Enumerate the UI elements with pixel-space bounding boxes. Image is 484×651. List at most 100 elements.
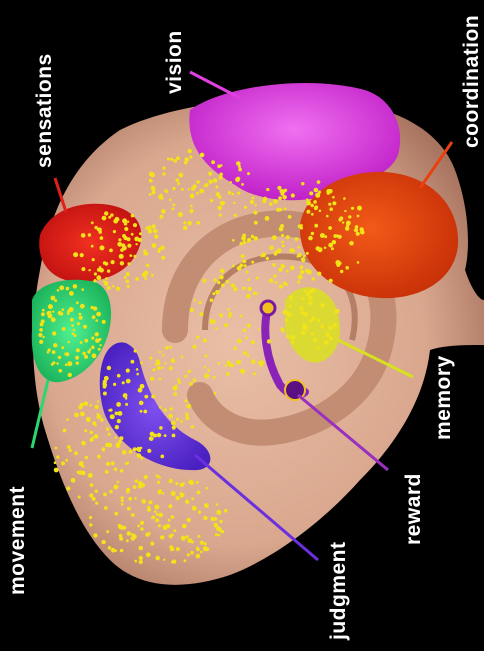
activation-dot (111, 461, 115, 465)
activation-dot (324, 340, 329, 345)
activation-dot (196, 192, 199, 195)
activation-dot (144, 395, 148, 399)
activation-dot (131, 536, 135, 540)
activation-dot (222, 201, 225, 204)
activation-dot (114, 468, 118, 472)
activation-dot (54, 461, 57, 464)
activation-dot (217, 281, 221, 285)
activation-dot (136, 368, 139, 371)
activation-dot (73, 284, 78, 289)
activation-dot (286, 270, 289, 273)
activation-dot (111, 260, 115, 264)
activation-dot (66, 418, 69, 421)
activation-dot (68, 373, 72, 377)
activation-dot (219, 313, 223, 317)
activation-dot (189, 209, 193, 213)
activation-dot (297, 255, 300, 258)
activation-dot (176, 418, 179, 421)
activation-dot (204, 503, 209, 508)
activation-dot (301, 331, 306, 336)
activation-dot (170, 407, 173, 410)
activation-dot (214, 517, 218, 521)
activation-dot (233, 202, 235, 204)
activation-dot (108, 433, 111, 436)
activation-dot (122, 381, 125, 384)
activation-dot (251, 261, 254, 264)
activation-dot (133, 255, 136, 258)
activation-dot (313, 338, 317, 342)
activation-dot (81, 441, 86, 446)
activation-dot (153, 434, 157, 438)
activation-dot (141, 499, 146, 504)
activation-dot (175, 482, 178, 485)
activation-dot (203, 516, 207, 520)
activation-dot (120, 261, 124, 265)
activation-dot (162, 492, 165, 495)
activation-dot (225, 280, 229, 284)
activation-dot (80, 412, 85, 417)
activation-dot (328, 189, 332, 193)
activation-dot (84, 429, 87, 432)
activation-dot (154, 510, 157, 513)
activation-dot (143, 410, 147, 414)
activation-dot (290, 265, 295, 270)
activation-dot (286, 335, 289, 338)
activation-dot (148, 229, 153, 234)
activation-dot (181, 188, 184, 191)
activation-dot (106, 427, 109, 430)
activation-dot (197, 491, 201, 495)
activation-dot (157, 481, 160, 484)
activation-dot (259, 363, 262, 366)
activation-dot (159, 194, 163, 198)
activation-dot (172, 386, 177, 391)
activation-dot (162, 354, 164, 356)
activation-dot (58, 356, 61, 359)
activation-dot (272, 236, 276, 240)
activation-dot (196, 548, 200, 552)
activation-dot (311, 316, 315, 320)
activation-dot (97, 455, 101, 459)
activation-dot (272, 263, 276, 267)
activation-dot (232, 265, 235, 268)
activation-dot (139, 560, 143, 564)
activation-dot (96, 275, 101, 280)
activation-dot (279, 227, 284, 232)
activation-dot (342, 221, 344, 223)
activation-dot (121, 527, 123, 529)
activation-dot (247, 238, 252, 243)
activation-dot (122, 450, 127, 455)
activation-dot (41, 312, 45, 316)
activation-dot (172, 204, 175, 207)
activation-dot (317, 319, 320, 322)
activation-dot (339, 216, 343, 220)
activation-dot (247, 324, 251, 328)
activation-dot (57, 289, 60, 292)
activation-dot (102, 320, 106, 324)
activation-dot (69, 449, 72, 452)
activation-dot (94, 226, 97, 229)
activation-dot (334, 310, 338, 314)
activation-dot (115, 436, 117, 438)
activation-dot (230, 181, 232, 183)
activation-dot (139, 546, 144, 551)
activation-dot (56, 362, 59, 365)
activation-dot (314, 206, 318, 210)
activation-dot (69, 307, 74, 312)
activation-dot (121, 496, 124, 499)
activation-dot (143, 250, 147, 254)
activation-dot (93, 279, 96, 282)
activation-dot (202, 279, 206, 283)
activation-dot (313, 200, 317, 204)
activation-dot (93, 533, 97, 537)
activation-dot (133, 447, 137, 451)
activation-dot (159, 351, 162, 354)
activation-dot (108, 443, 113, 448)
activation-dot (213, 178, 218, 183)
activation-dot (320, 324, 324, 328)
activation-dot (52, 350, 56, 354)
activation-dot (311, 332, 314, 335)
activation-dot (149, 179, 153, 183)
activation-dot (171, 421, 176, 426)
activation-dot (228, 363, 233, 368)
activation-dot (100, 245, 105, 250)
